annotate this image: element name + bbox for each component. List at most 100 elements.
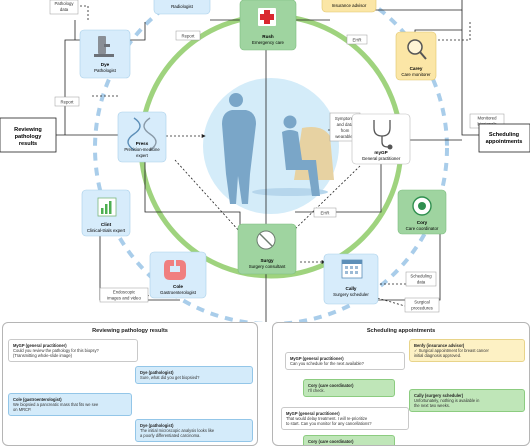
panel-title-left: Reviewing pathology results <box>92 328 168 334</box>
agent-name-cory: Cory <box>417 220 428 225</box>
chat-text: Unfortunately, nothing is available in <box>414 398 480 404</box>
agent-card-cally[interactable]: Cally Surgery scheduler <box>323 253 379 305</box>
chat-text: Can you schedule for the next available? <box>290 361 364 367</box>
agent-role-radiologist: Radiologist <box>171 4 194 9</box>
ehr-mid-label: EHR <box>320 211 329 216</box>
agent-name-cally: Cally <box>346 286 357 291</box>
agent-card-dye[interactable]: Dye Pathologist <box>79 29 131 79</box>
agent-name-carey: Carey <box>410 66 423 71</box>
ehr-top-box <box>346 34 368 45</box>
agent-role-mygp: General practitioner <box>362 156 401 161</box>
side-right-line2: appointments <box>486 139 523 145</box>
agent-role-dye: Pathologist <box>94 68 117 73</box>
ehr-mid-box <box>313 207 337 218</box>
symptoms-label-2: and data <box>337 122 354 127</box>
chat-message: Cally (surgery scheduler) Unfortunately,… <box>409 389 525 413</box>
intestine-icon <box>164 260 186 280</box>
side-left-line1: Reviewing <box>14 127 42 133</box>
agent-card-carey[interactable]: Carey Care monitorer <box>395 31 437 81</box>
panel-scheduling: Scheduling appointments MyGP (general pr… <box>272 322 530 446</box>
agent-name-rush: Rush <box>262 34 274 39</box>
surgical-box <box>404 297 440 313</box>
stethoscope-icon <box>373 120 393 150</box>
side-left-line3: results <box>19 141 37 147</box>
agent-role-press: Precision-medicine <box>124 147 160 152</box>
agent-card-press[interactable]: Press Precision-medicine expert <box>117 111 167 163</box>
chat-message: Dye (pathologist) Sure, what did you get… <box>135 366 253 385</box>
panel-title-right: Scheduling appointments <box>366 328 436 334</box>
chat-sender: Benfy (insurance advisor) <box>414 343 465 348</box>
chat-text: ✓ Surgical appointment for breast cancer <box>414 348 489 354</box>
pathology-data-label: Pathology <box>54 1 74 6</box>
agent-card-mygp[interactable]: myGP General practitioner <box>351 113 411 165</box>
chat-sender: MyGP (general practitioner) <box>286 411 340 416</box>
chat-text: Could you review the pathology for this … <box>13 348 99 354</box>
agent-card-radiologist[interactable]: Radiologist <box>153 0 211 15</box>
agent-role-cory: Care coordinator <box>406 226 439 231</box>
scheduling-data-label-2: data <box>417 280 426 285</box>
surgical-label: Surgical <box>414 300 430 305</box>
symptoms-label-3: from <box>341 128 350 133</box>
agent-role-benfy: Insurance advisor <box>332 3 367 8</box>
report-top-label: Report <box>182 34 196 39</box>
chat-message: Cole (gastroenterologist) We biopsied a … <box>8 393 132 417</box>
chat-text: We biopsied a pancreatic mass that fits … <box>13 402 99 408</box>
agent-card-benfy[interactable]: Insurance advisor <box>321 0 377 13</box>
chat-message: MyGP (general practitioner) Could you re… <box>8 339 138 363</box>
agent-role-rush: Emergency care <box>252 40 285 45</box>
chat-text: on MRCP. <box>13 407 32 413</box>
report-top-box <box>175 30 201 41</box>
chat-text: The initial microscopic analysis looks l… <box>140 428 215 434</box>
dashed-flow <box>174 159 241 233</box>
chat-text: initial diagnosis approved. <box>414 353 462 359</box>
chart-icon <box>97 197 117 217</box>
pathology-data-label-box <box>49 0 79 15</box>
magnifier-icon <box>407 39 427 60</box>
chat-message: MyGP (general practitioner) That would d… <box>281 407 409 431</box>
chat-text: a poorly differentiated carcinoma. <box>140 433 201 439</box>
report-left-label: Report <box>61 100 75 105</box>
agent-card-surgy[interactable]: Surgy Surgery consultant <box>237 223 297 275</box>
outer-dashed-ring <box>93 0 449 322</box>
chat-sender: MyGP (general practitioner) <box>13 343 67 348</box>
chat-message: Dye (pathologist) The initial microscopi… <box>135 419 253 443</box>
chat-text: Sure, what did you get biopsied? <box>140 375 200 381</box>
chat-text: (Transmitting whole-slide image) <box>13 353 72 359</box>
agent-role-cole: Gastroenterologist <box>160 290 197 295</box>
chat-message: Cory (care coordinator) I'll check. <box>303 379 395 398</box>
dna-icon <box>127 117 157 151</box>
agent-name-mygp: myGP <box>374 150 387 155</box>
agent-role-clint: Clinical-trials expert <box>87 228 126 233</box>
chat-text: to start. Can you monitor for any cancel… <box>286 421 372 427</box>
agent-card-cole[interactable]: Cole Gastroenterologist <box>149 251 207 299</box>
agent-role-surgy: Surgery consultant <box>249 264 286 269</box>
agent-network-diagram: Pathology data Report Report EHR EHR Sym… <box>0 0 530 322</box>
chat-message: MyGP (general practitioner) Can you sche… <box>285 352 405 371</box>
agent-card-cory[interactable]: Cory Care coordinator <box>397 189 447 235</box>
scheduling-data-box <box>405 271 437 287</box>
agent-name-surgy: Surgy <box>260 258 273 263</box>
monitored-label: Monitored <box>477 116 497 121</box>
chat-message: Benfy (insurance advisor) ✓ Surgical app… <box>409 339 525 363</box>
doctor-patient-illustration <box>222 93 334 204</box>
chat-sender: Cole (gastroenterologist) <box>13 397 62 402</box>
agent-card-clint[interactable]: Clint Clinical-trials expert <box>81 189 131 237</box>
ehr-top-label: EHR <box>352 38 361 43</box>
chat-sender: Dye (pathologist) <box>140 370 174 375</box>
connector <box>375 0 463 11</box>
chat-message: Cory (care coordinator) <box>303 435 395 445</box>
scalpel-icon <box>256 230 276 250</box>
chat-sender: Cory (care coordinator) <box>308 383 354 388</box>
red-cross-icon <box>258 8 276 26</box>
chat-sender: MyGP (general practitioner) <box>290 356 344 361</box>
scheduling-data-label: Scheduling <box>410 274 432 279</box>
agent-role-carey: Care monitorer <box>401 72 431 77</box>
surgical-label-2: procedures <box>411 306 433 311</box>
agent-card-rush[interactable]: Rush Emergency care <box>239 0 297 51</box>
chat-sender: Cally (surgery scheduler) <box>414 393 464 398</box>
side-right-line1: Scheduling <box>489 132 520 138</box>
agent-name-cole: Cole <box>173 284 183 289</box>
agent-name-dye: Dye <box>101 62 110 67</box>
symptoms-label-4: wearables <box>335 134 355 139</box>
microscope-icon <box>94 36 114 57</box>
